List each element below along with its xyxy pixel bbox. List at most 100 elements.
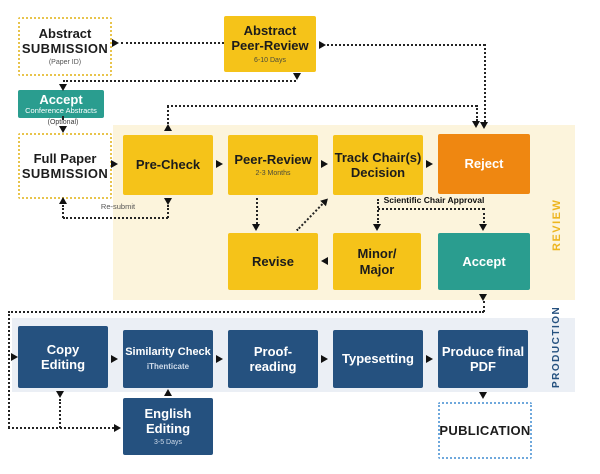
box-label: Proof- (253, 343, 293, 359)
peer-review-box: Peer-Review 2-3 Months (228, 135, 318, 195)
box-label: PDF (470, 359, 496, 374)
box-label: Pre-Check (135, 157, 201, 173)
arrowhead-up-icon (164, 124, 172, 131)
dotted-connector (63, 80, 296, 82)
dotted-connector (167, 205, 169, 218)
arrowhead-down-icon (59, 84, 67, 91)
box-label: Abstract (38, 25, 92, 41)
arrowhead-down-icon (479, 392, 487, 399)
dotted-connector (256, 198, 258, 224)
arrowhead-down-icon (472, 121, 480, 128)
arrowhead-down-icon (252, 224, 260, 231)
box-label: Reject (464, 156, 504, 172)
box-label: PUBLICATION (439, 422, 531, 438)
abstract-submission-box: Abstract SUBMISSION (Paper ID) (18, 17, 112, 76)
dotted-connector (167, 106, 169, 124)
typesetting-box: Typesetting (333, 330, 423, 388)
revise-box: Revise (228, 233, 318, 290)
box-sublabel: (Paper ID) (48, 59, 82, 67)
arrowhead-down-icon (373, 224, 381, 231)
dotted-connector (483, 208, 485, 223)
minor-major-box: Minor/ Major (333, 233, 421, 290)
similarity-check-box: Similarity Check iThenticate (123, 330, 213, 388)
dotted-connector (484, 44, 486, 122)
dotted-connector (377, 199, 379, 223)
arrowhead-up-icon (164, 389, 172, 396)
arrowhead-right-icon (11, 353, 18, 361)
dotted-connector (8, 427, 114, 429)
abstract-peer-review-box: Abstract Peer-Review 6-10 Days (224, 16, 316, 72)
arrowhead-right-icon (114, 424, 121, 432)
box-label: Full Paper (33, 150, 97, 166)
dotted-connector (63, 217, 168, 219)
optional-label: (Optional) (47, 119, 79, 126)
box-label: Minor/ (357, 246, 397, 262)
box-label: Peer-Review (234, 151, 312, 167)
box-label: SUBMISSION (21, 40, 109, 56)
box-label: Abstract (243, 23, 297, 39)
arrowhead-right-icon (216, 355, 223, 363)
box-sublabel: 6-10 Days (254, 56, 286, 64)
copy-editing-box: Copy Editing (18, 326, 108, 388)
dotted-connector (167, 105, 477, 107)
reject-box: Reject (438, 134, 530, 194)
arrowhead-right-icon (321, 355, 328, 363)
accept-box: Accept (438, 233, 530, 290)
arrowhead-right-icon (426, 160, 433, 168)
arrowhead-right-icon (112, 39, 119, 47)
box-label: Copy (46, 341, 80, 357)
dotted-connector (378, 208, 484, 210)
arrowhead-up-icon (59, 197, 67, 204)
arrowhead-down-icon (56, 391, 64, 398)
review-section-label: REVIEW (551, 198, 563, 252)
box-label: Decision (350, 165, 406, 180)
box-label: Similarity Check (125, 346, 211, 359)
box-label: Track Chair(s) (334, 149, 422, 165)
box-label: Accept (462, 253, 506, 269)
produce-final-pdf-box: Produce final PDF (438, 330, 528, 388)
box-sublabel: 3-5 Days (153, 439, 182, 447)
arrowhead-down-icon (479, 224, 487, 231)
box-label: reading (249, 359, 297, 374)
box-label: Peer-Review (231, 38, 309, 54)
scientific-chair-approval-label: Scientific Chair Approval (383, 195, 485, 205)
pre-check-box: Pre-Check (123, 135, 213, 195)
dotted-connector (483, 301, 485, 312)
arrowhead-right-icon (319, 41, 326, 49)
publication-box: PUBLICATION (438, 402, 532, 459)
arrowhead-down-icon (293, 73, 301, 80)
box-sublabel: 2-3 Months (255, 170, 291, 178)
box-sublabel: Conference Abstracts (25, 106, 97, 116)
dotted-connector (59, 399, 61, 428)
arrowhead-down-icon (480, 122, 488, 129)
box-label: English (144, 405, 192, 421)
arrowhead-right-icon (216, 160, 223, 168)
full-paper-submission-box: Full Paper SUBMISSION (18, 133, 112, 199)
arrowhead-right-icon (111, 355, 118, 363)
dotted-connector (476, 105, 478, 121)
dotted-connector (62, 205, 64, 218)
box-label: Accept (39, 91, 83, 107)
box-label: Major (359, 261, 395, 277)
english-editing-box: English Editing 3-5 Days (123, 398, 213, 455)
arrowhead-left-icon (321, 257, 328, 265)
arrowhead-right-icon (426, 355, 433, 363)
box-label: Revise (252, 253, 294, 269)
box-label: SUBMISSION (21, 166, 109, 181)
dotted-connector (62, 116, 64, 120)
dotted-connector (121, 42, 224, 44)
resubmit-label: Re-submit (100, 202, 136, 211)
dotted-connector (327, 44, 485, 46)
arrowhead-right-icon (321, 160, 328, 168)
arrowhead-down-icon (479, 294, 487, 301)
box-label: Editing (40, 357, 86, 372)
proof-reading-box: Proof- reading (228, 330, 318, 388)
accept-conference-abstracts-box: Accept Conference Abstracts (18, 90, 104, 118)
box-label: Typesetting (342, 351, 414, 367)
dotted-connector (8, 311, 484, 313)
track-chair-decision-box: Track Chair(s) Decision (333, 135, 423, 195)
box-sublabel: iThenticate (146, 362, 190, 372)
arrowhead-down-icon (164, 198, 172, 205)
box-label: Produce final (441, 343, 525, 359)
